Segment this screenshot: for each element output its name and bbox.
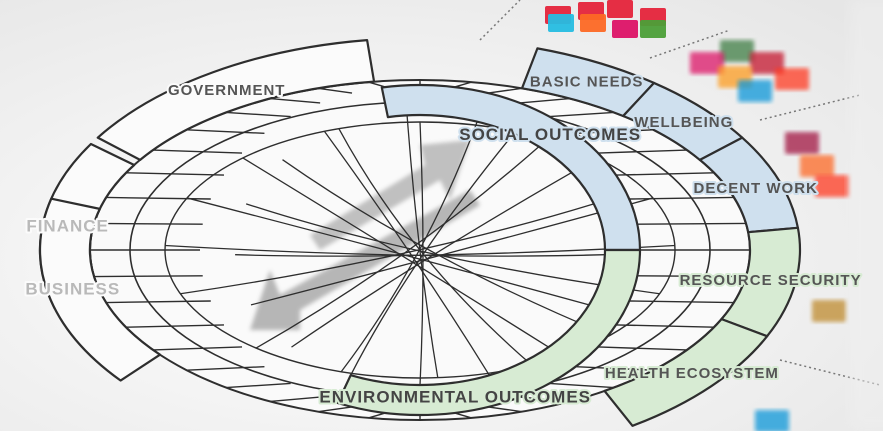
wheel [38, 0, 883, 431]
dotted-connector [759, 94, 861, 121]
spoke-line [317, 87, 353, 94]
goal-tile [612, 20, 638, 38]
spoke-line [270, 97, 321, 104]
connection-line [242, 157, 549, 348]
spoke-line [225, 382, 291, 389]
connection-line [323, 130, 490, 376]
connection-line [338, 128, 533, 366]
spoke-line [519, 97, 570, 104]
spoke-line [575, 129, 654, 135]
goal-tiles [479, 0, 881, 431]
spoke-line [125, 324, 224, 328]
outer-segment-wellbeing-label: WELLBEING [634, 114, 733, 131]
connection-line [255, 146, 540, 349]
spoke-line [637, 222, 746, 225]
goal-tile [640, 20, 666, 38]
environmental-outcomes-segment [336, 248, 642, 417]
goal-tile [812, 300, 846, 322]
outer-segment-health-ecosystem [603, 318, 769, 427]
goal-tile [785, 132, 819, 154]
spoke-line [629, 196, 734, 200]
goal-tile [607, 0, 633, 18]
edge-fade [850, 0, 883, 431]
connection-line [282, 159, 610, 337]
outer-segment-resource-security-label: RESOURCE SECURITY [680, 272, 862, 289]
spoke-line [629, 300, 734, 304]
environmental-outcomes-segment-label: ENVIRONMENTAL OUTCOMES [319, 388, 591, 407]
spoke-line [616, 324, 715, 328]
goal-tile [690, 52, 724, 74]
spoke-line [186, 365, 265, 371]
spoke-line [549, 382, 615, 389]
spoke-line [637, 275, 746, 278]
outer-segment-government-label: GOVERNMENT [168, 82, 286, 99]
segment-labels: SOCIAL OUTCOMES ENVIRONMENTAL OUTCOMES BAS… [23, 71, 862, 408]
connection-line [340, 121, 478, 373]
spoke-line [94, 222, 203, 225]
spoke-line [368, 412, 386, 419]
spoke-line [106, 196, 211, 200]
spoke-line [454, 81, 472, 88]
goal-tile [750, 52, 784, 74]
goal-tile [720, 40, 754, 62]
outer-segment-finance-label: FINANCE [26, 217, 109, 236]
outer-segment-decent-work-label: DECENT WORK [694, 180, 818, 197]
connection-line [350, 130, 517, 376]
spoke-line [597, 346, 687, 351]
outer-segment-health-ecosystem-label: HEALTH ECOSYSTEM [605, 365, 779, 382]
outer-segment-business [38, 197, 162, 382]
spoke-line [186, 129, 265, 135]
goal-tile [755, 410, 789, 431]
spoke-line [270, 396, 321, 403]
connection-line [291, 157, 598, 348]
arrow-up-right-icon [310, 140, 470, 250]
social-outcomes-segment-label: SOCIAL OUTCOMES [459, 125, 641, 144]
connection-line [245, 203, 660, 295]
spoke-line [317, 406, 353, 413]
spoke-line [153, 346, 243, 351]
goal-tile [738, 80, 772, 102]
goal-tile [580, 14, 606, 32]
dotted-connector [649, 29, 731, 59]
spoke-line [487, 87, 523, 94]
connection-line [419, 121, 424, 386]
spoke-line [106, 300, 211, 304]
spoke-line [225, 111, 291, 118]
spoke-line [549, 111, 615, 118]
spoke-line [487, 406, 523, 413]
goal-tile [548, 14, 574, 32]
goal-tile [815, 175, 849, 197]
outer-segment-government [96, 39, 376, 161]
spoke-line [575, 365, 654, 371]
goal-tile [775, 68, 809, 90]
spoke-line [454, 412, 472, 419]
connection-line [406, 115, 439, 378]
outer-segment-basic-needs-label: BASIC NEEDS [530, 73, 644, 90]
spoke-line [519, 396, 570, 403]
spoke-line [94, 275, 203, 278]
spoke-line [597, 149, 687, 154]
goal-tile [800, 155, 834, 177]
spoke-line [616, 172, 715, 176]
outer-segment-business-label: BUSINESS [25, 280, 120, 299]
spoke-line [125, 172, 224, 176]
spoke-line [153, 149, 243, 154]
